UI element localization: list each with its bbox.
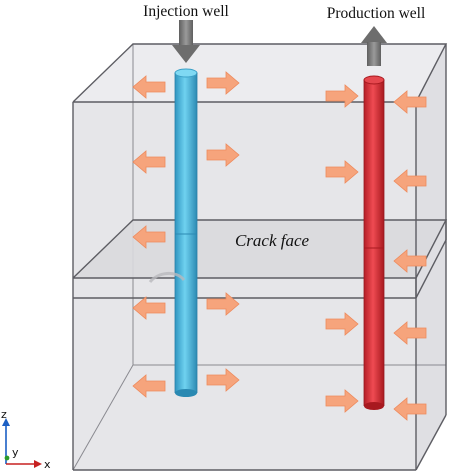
production-well-label: Production well <box>327 5 426 22</box>
double-arrow-icon <box>132 296 166 320</box>
right-face <box>416 44 446 470</box>
double-arrow-icon <box>325 160 359 184</box>
double-arrow-icon <box>132 374 166 398</box>
x-axis-arrowhead <box>34 460 42 468</box>
up-arrow-icon <box>361 26 387 66</box>
axis-triad: z y x <box>1 408 51 471</box>
double-arrow-icon <box>132 150 166 174</box>
box-edges <box>72 43 448 471</box>
double-arrow-icon <box>393 321 427 345</box>
flow-swirl-mark <box>148 272 186 284</box>
y-axis-label: y <box>12 446 19 459</box>
double-arrow-icon <box>393 397 427 421</box>
reservoir-box <box>72 44 446 471</box>
back-edge <box>72 364 134 471</box>
double-arrow-icon <box>325 84 359 108</box>
double-arrow-icon <box>206 143 240 167</box>
double-arrow-icon <box>132 225 166 249</box>
crack-face-label: Crack face <box>235 231 310 250</box>
double-arrow-icon <box>132 75 166 99</box>
double-arrow-icon <box>206 71 240 95</box>
x-axis-label: x <box>44 458 51 471</box>
double-arrow-icon <box>393 249 427 273</box>
production-well <box>363 75 385 410</box>
down-arrow-icon <box>172 20 200 63</box>
double-arrow-icon <box>206 292 240 316</box>
flow-arrows <box>132 71 427 421</box>
z-axis-label: z <box>1 408 7 421</box>
front-face <box>73 102 416 470</box>
injection-well <box>174 68 198 397</box>
z-axis-arrowhead <box>2 418 10 426</box>
double-arrow-icon <box>325 312 359 336</box>
injection-well-label: Injection well <box>143 3 229 20</box>
double-arrow-icon <box>393 169 427 193</box>
double-arrow-icon <box>206 368 240 392</box>
y-axis-dot <box>4 455 10 461</box>
double-arrow-icon <box>325 389 359 413</box>
double-arrow-icon <box>393 90 427 114</box>
top-face <box>73 44 446 102</box>
